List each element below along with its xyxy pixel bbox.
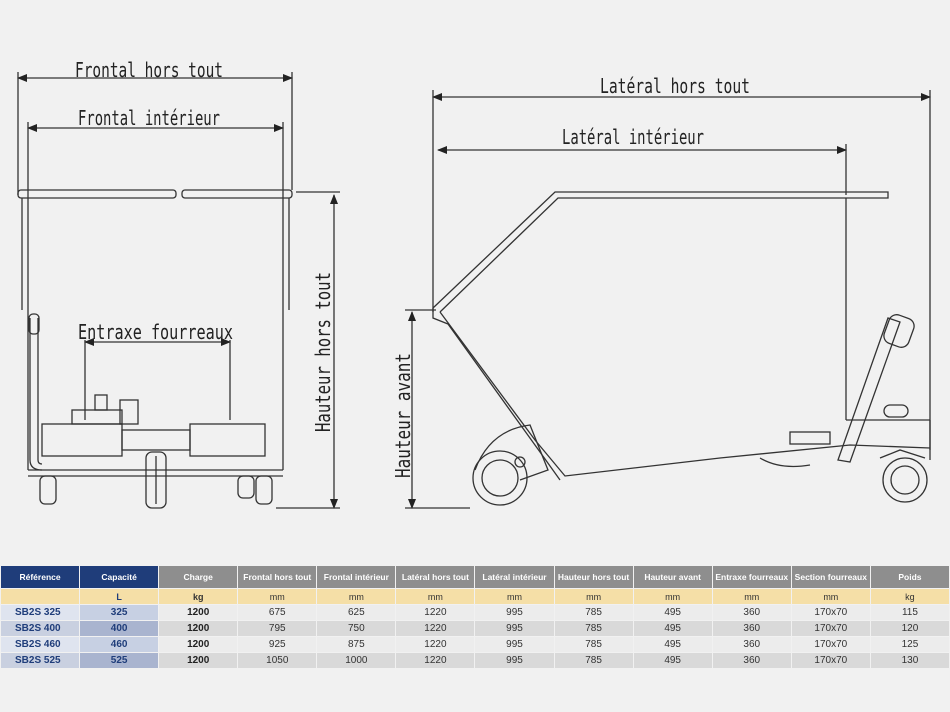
table-cell: 170x70 [791, 605, 870, 620]
table-header-cell: Hauteur avant [633, 566, 712, 588]
label-hauteur-avant: Hauteur avant [391, 353, 415, 478]
table-cell: 125 [870, 637, 949, 652]
table-cell: 625 [317, 605, 396, 620]
table-header-cell: Hauteur hors tout [554, 566, 633, 588]
table-header-cell: Frontal intérieur [317, 566, 396, 588]
table-header-cell: Référence [1, 566, 80, 588]
table-cell: 1220 [396, 605, 475, 620]
table-unit-cell: mm [633, 589, 712, 604]
technical-drawing: Frontal hors tout Frontal intérieur Entr… [17, 58, 931, 509]
label-lateral-hors-tout: Latéral hors tout [600, 74, 750, 98]
table-cell: 360 [712, 653, 791, 668]
table-cell: 1200 [159, 637, 238, 652]
table-header-cell: Entraxe fourreaux [712, 566, 791, 588]
table-unit-cell: kg [870, 589, 949, 604]
table-unit-cell: mm [396, 589, 475, 604]
table-cell: 995 [475, 653, 554, 668]
table-unit-cell: mm [791, 589, 870, 604]
table-cell: 495 [633, 621, 712, 636]
table-header-cell: Capacité [80, 566, 159, 588]
table-cell: 1050 [238, 653, 317, 668]
table-cell: 170x70 [791, 653, 870, 668]
table-cell: SB2S 525 [1, 653, 80, 668]
table-cell: 170x70 [791, 621, 870, 636]
label-frontal-hors-tout: Frontal hors tout [75, 58, 223, 82]
table-cell: 1220 [396, 637, 475, 652]
table-cell: 785 [554, 637, 633, 652]
table-unit-cell: mm [238, 589, 317, 604]
table-cell: 875 [317, 637, 396, 652]
table-header-cell: Latéral hors tout [396, 566, 475, 588]
label-entraxe-fourreaux: Entraxe fourreaux [78, 320, 233, 344]
table-cell: 525 [80, 653, 159, 668]
table-cell: 995 [475, 637, 554, 652]
table-cell: 1200 [159, 605, 238, 620]
label-hauteur-hors-tout: Hauteur hors tout [311, 272, 335, 432]
table-header-cell: Section fourreaux [791, 566, 870, 588]
label-lateral-interieur: Latéral intérieur [562, 125, 704, 149]
table-cell: 1220 [396, 621, 475, 636]
table-unit-cell: kg [159, 589, 238, 604]
table-unit-cell: mm [475, 589, 554, 604]
table-cell: 785 [554, 605, 633, 620]
table-cell: 130 [870, 653, 949, 668]
table-cell: 1220 [396, 653, 475, 668]
label-frontal-interieur: Frontal intérieur [78, 106, 220, 130]
table-cell: 995 [475, 621, 554, 636]
table-cell: 675 [238, 605, 317, 620]
table-unit-cell: L [80, 589, 159, 604]
table-cell: 925 [238, 637, 317, 652]
table-cell: SB2S 460 [1, 637, 80, 652]
table-cell: SB2S 325 [1, 605, 80, 620]
table-cell: 1000 [317, 653, 396, 668]
table-cell: 170x70 [791, 637, 870, 652]
table-cell: 360 [712, 605, 791, 620]
table-cell: 495 [633, 605, 712, 620]
table-header-cell: Frontal hors tout [238, 566, 317, 588]
table-unit-cell: mm [554, 589, 633, 604]
table-cell: 1200 [159, 653, 238, 668]
table-cell: 360 [712, 637, 791, 652]
table-header-cell: Poids [870, 566, 949, 588]
table-header-cell: Latéral intérieur [475, 566, 554, 588]
table-cell: 115 [870, 605, 949, 620]
table-unit-cell: mm [712, 589, 791, 604]
table-cell: 495 [633, 637, 712, 652]
table-unit-cell [1, 589, 80, 604]
front-view [17, 72, 340, 509]
table-cell: 325 [80, 605, 159, 620]
table-cell: 995 [475, 605, 554, 620]
table-cell: 495 [633, 653, 712, 668]
table-cell: SB2S 400 [1, 621, 80, 636]
table-cell: 785 [554, 621, 633, 636]
table-header-cell: Charge [159, 566, 238, 588]
table-cell: 785 [554, 653, 633, 668]
table-unit-cell: mm [317, 589, 396, 604]
table-cell: 1200 [159, 621, 238, 636]
side-view [405, 90, 931, 509]
table-cell: 400 [80, 621, 159, 636]
table-cell: 750 [317, 621, 396, 636]
table-cell: 795 [238, 621, 317, 636]
table-cell: 120 [870, 621, 949, 636]
table-cell: 360 [712, 621, 791, 636]
table-cell: 460 [80, 637, 159, 652]
